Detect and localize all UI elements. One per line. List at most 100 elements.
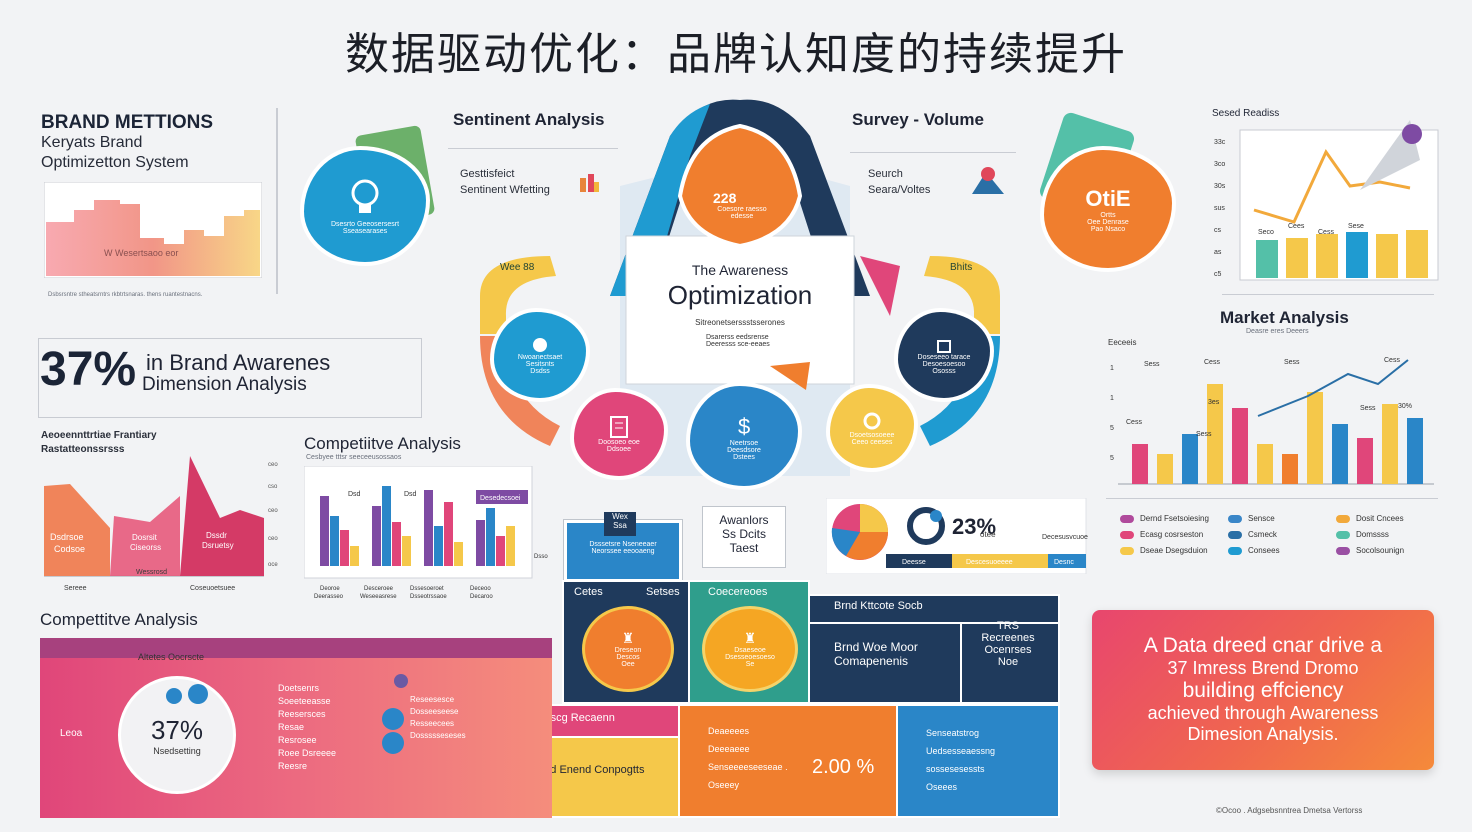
frontier-y4: ceo xyxy=(268,536,278,542)
market-ylabel: 1 xyxy=(1110,365,1114,372)
market-ylabel: 5 xyxy=(1110,455,1114,462)
competitive-bar xyxy=(382,486,391,566)
competitive-val1: Dsd xyxy=(348,491,361,498)
right-top-ylabel: cs xyxy=(1214,227,1222,234)
legend-item: Dernd Fsetsoiesing xyxy=(1120,514,1209,523)
frontier-y2: cso xyxy=(268,484,278,490)
center-right-blob-text: Doseseeo tarace Desoesoesoo Ososss xyxy=(917,353,971,375)
footer: ©Ocoo . Adgsebsnntrea Dmetsa Vertorss xyxy=(1216,806,1363,815)
survey-blob-big: OtiE xyxy=(1085,185,1131,211)
divider xyxy=(276,108,278,294)
list-item: Resrosee xyxy=(278,735,317,745)
svg-text:Dsruetsy: Dsruetsy xyxy=(202,541,234,550)
survey-line1: Seurch xyxy=(868,168,903,180)
circle-icon xyxy=(533,337,547,352)
chess-icon: ♜ xyxy=(743,630,757,646)
legend-swatch xyxy=(1336,514,1350,523)
divider xyxy=(1222,294,1434,295)
competitive-small-sub: Cesbyee tttsr seeceeusossaos xyxy=(306,454,402,461)
list-item: Dosseeseese xyxy=(410,707,459,716)
callout-line1: A Data dreed cnar drive a xyxy=(1143,634,1383,657)
frontier-x1: Sereee xyxy=(64,585,87,592)
legend-label: Domssss xyxy=(1356,530,1389,539)
competitive-bar xyxy=(320,496,329,566)
stat-big-number: 37% xyxy=(40,343,137,396)
survey-blob: OtiE Ortts Oee Denrase Pao Nsaco xyxy=(1044,150,1172,268)
center-left-arc-label: Wee 88 xyxy=(500,262,535,273)
center-left-blob: Nwoanectsaet Sesitsnts Dsdss xyxy=(494,312,586,398)
grid-blue-line4: Oseees xyxy=(926,782,958,792)
callout-line5: Dimesion Analysis. xyxy=(1187,724,1339,744)
center-blue-blob: $ Neetrsoe Deesdsore Dstees xyxy=(690,386,798,486)
list-item: Resae xyxy=(278,722,305,732)
legend-swatch xyxy=(1120,530,1134,539)
dot-icon xyxy=(166,688,182,704)
competitive-inner-title: Altetes Oocrscte xyxy=(138,652,205,662)
legend-swatch xyxy=(1228,514,1242,523)
bag-icon xyxy=(937,339,951,353)
right-top-ylabel: 30s xyxy=(1214,183,1226,190)
center-left-blob-text: Nwoanectsaet Sesitsnts Dsdss xyxy=(517,353,563,375)
competitive-bar xyxy=(424,490,433,566)
competitive-bar xyxy=(340,530,349,566)
grid-col3-text: Brnd Woe Moor Comapenenis xyxy=(834,640,918,668)
sentiment-line2: Sentinent Wfetting xyxy=(460,184,550,196)
sentiment-line1: Gesttisfeict xyxy=(460,168,515,180)
stat-line1: in Brand Awarenes xyxy=(146,350,331,375)
legend-item: Dosit Cncees xyxy=(1336,514,1404,523)
svg-text:Dssdr: Dssdr xyxy=(206,531,227,540)
market-ylabel: 1 xyxy=(1110,395,1114,402)
svg-text:Dosrsit: Dosrsit xyxy=(132,533,158,542)
competitive-bar xyxy=(506,526,515,566)
divider xyxy=(448,148,618,149)
stat-box xyxy=(38,338,422,418)
market-label: Cess xyxy=(1384,357,1400,364)
svg-text:Deceoo: Deceoo xyxy=(470,586,491,592)
pin-icon: ♜ xyxy=(621,630,635,646)
competitive-bar xyxy=(434,526,443,566)
grid-blue-line2: Uedsesseaessng xyxy=(926,746,996,756)
competitive-bar xyxy=(330,516,339,566)
grid-orange-line4: Oseeey xyxy=(708,780,740,790)
competitive-circle-big: 37% xyxy=(150,714,204,745)
right-top-line xyxy=(1253,149,1411,224)
frontier-axis-label: Wessrosd xyxy=(136,569,167,576)
divider xyxy=(850,152,1016,153)
competitive-big-heading: Compettitve Analysis xyxy=(40,610,198,629)
competitive-bar xyxy=(350,546,359,566)
grid-yellow-text: Acered Enend Conpogtts xyxy=(521,764,645,776)
market-ylabel: 5 xyxy=(1110,425,1114,432)
market-label: Sess xyxy=(1144,361,1160,368)
market-label: Cess xyxy=(1204,359,1220,366)
donut-panel: Deesse Descesuoeeee Desnc xyxy=(826,498,1087,574)
callout-line4: achieved through Awareness xyxy=(1147,703,1379,723)
svg-text:Decaroo: Decaroo xyxy=(470,594,493,600)
dot-icon xyxy=(394,674,408,688)
right-top-ylabel: sus xyxy=(1214,205,1225,212)
svg-text:Dsso: Dsso xyxy=(534,554,548,560)
market-heading: Market Analysis xyxy=(1220,308,1349,327)
right-top-bar xyxy=(1256,240,1278,278)
svg-text:Weseeasrese: Weseeasrese xyxy=(360,594,397,600)
grid-col4-text: TRS Recreenes Ocenrses Noe xyxy=(981,620,1035,668)
survey-line2: Seara/Voltes xyxy=(868,184,931,196)
center-pink-blob: Doosoeo eoe Ddsoee xyxy=(574,392,664,476)
legend-label: Dernd Fsetsoiesing xyxy=(1140,514,1209,523)
brand-mentions-heading: BRAND METTIONS xyxy=(41,112,214,133)
center-sub: Sitreonetserssstsserones xyxy=(695,318,785,327)
grid-col2-circle: ♜ Dsaeseoe Dsesseoesoeso Se xyxy=(702,606,798,692)
lightbulb-icon xyxy=(351,179,379,213)
grid-col3-body xyxy=(808,622,962,704)
market-label: Sess xyxy=(1196,431,1212,438)
list-item: Doetsenrs xyxy=(278,683,320,693)
center-top-text: Coesore raesso edesse xyxy=(717,206,767,220)
market-label: Sess xyxy=(1284,359,1300,366)
frontier-heading1: Aeoeennttrtiae Frantiary xyxy=(41,430,157,441)
market-label: 30% xyxy=(1398,403,1412,410)
market-bar xyxy=(1257,444,1273,484)
legend-label: Socolsounign xyxy=(1356,546,1405,555)
mid-badge: Wex Ssa xyxy=(604,512,636,536)
sentiment-heading: Sentinent Analysis xyxy=(453,110,605,129)
market-label: 3es xyxy=(1208,399,1220,406)
